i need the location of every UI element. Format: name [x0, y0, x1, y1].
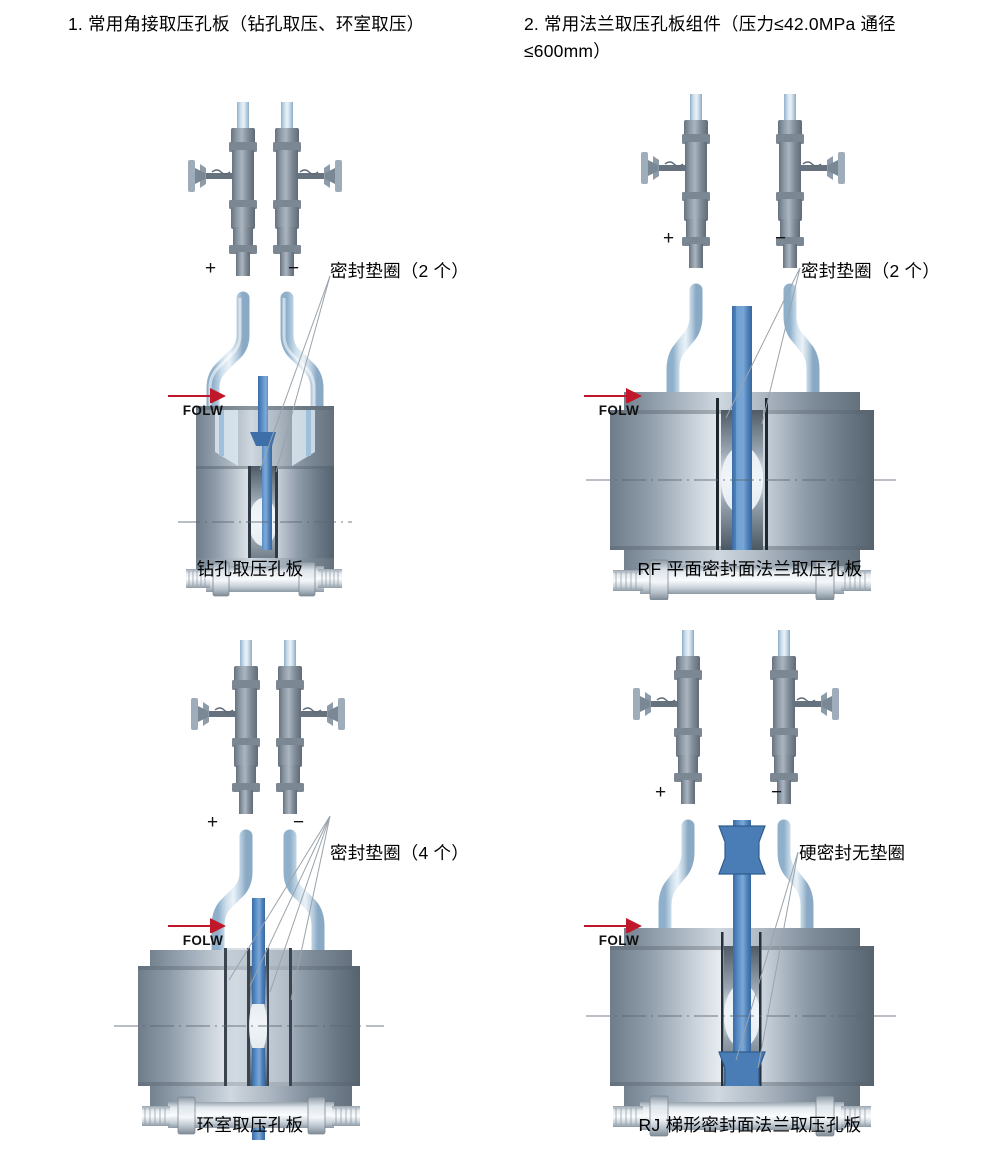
- polarity-plus: +: [663, 228, 675, 249]
- leader-lines: [725, 267, 801, 425]
- callout-label-seal-gasket: 密封垫圈（2 个）: [330, 261, 469, 281]
- polarity-plus: +: [205, 258, 217, 279]
- figure-caption: 环室取压孔板: [196, 1115, 304, 1135]
- figure-rj-flange-tapping: [500, 620, 1000, 1140]
- callout-label-hard-seal: 硬密封无垫圈: [799, 843, 906, 863]
- figure-caption: 钻孔取压孔板: [196, 559, 304, 579]
- leader-lines: [228, 815, 331, 1001]
- orifice-plate-upper: [252, 898, 265, 1004]
- flow-label: FOLW: [182, 403, 224, 418]
- valve-assembly-minus: [276, 640, 345, 814]
- flow-label: FOLW: [598, 403, 640, 418]
- valve-assembly-plus: [641, 94, 710, 268]
- figure-caption: RJ 梯形密封面法兰取压孔板: [638, 1115, 862, 1135]
- valve-assembly-minus: [776, 94, 845, 268]
- flow-marker: FOLW: [580, 913, 658, 953]
- callout-label-seal-gasket: 密封垫圈（4 个）: [330, 843, 469, 863]
- heading-item-1: 1. 常用角接取压孔板（钻孔取压、环室取压）: [68, 14, 425, 34]
- flow-arrow-icon: [168, 918, 226, 934]
- valve-assembly-plus: [191, 640, 260, 814]
- flow-arrow-icon: [584, 388, 642, 404]
- flow-label: FOLW: [598, 933, 640, 948]
- leader-lines: [259, 275, 331, 473]
- figure-annular-chamber-tapping: [0, 620, 500, 1140]
- figure-drilled-tapping: [0, 80, 500, 600]
- polarity-minus: −: [775, 228, 787, 249]
- valve-assembly-plus: [633, 630, 702, 804]
- polarity-minus: −: [771, 782, 783, 803]
- polarity-plus: +: [655, 782, 667, 803]
- flow-marker: FOLW: [164, 383, 242, 423]
- valve-assembly-minus: [273, 102, 342, 276]
- figure-caption: RF 平面密封面法兰取压孔板: [637, 559, 863, 579]
- callout-label-seal-gasket: 密封垫圈（2 个）: [801, 261, 940, 281]
- orifice-plate-ring-joint: [718, 820, 766, 1106]
- orifice-plate: [258, 376, 272, 550]
- valve-assembly-minus: [770, 630, 839, 804]
- figure-rf-flange-tapping: [500, 80, 1000, 600]
- flow-arrow-icon: [584, 918, 642, 934]
- polarity-plus: +: [207, 812, 219, 833]
- heading-item-2: 2. 常用法兰取压孔板组件（压力≤42.0MPa 通径 ≤600mm）: [524, 14, 896, 61]
- flow-arrow-icon: [168, 388, 226, 404]
- orifice-plate: [732, 306, 752, 568]
- flow-marker: FOLW: [164, 913, 242, 953]
- flow-marker: FOLW: [580, 383, 658, 423]
- flow-label: FOLW: [182, 933, 224, 948]
- polarity-minus: −: [288, 258, 300, 279]
- leader-lines: [735, 851, 799, 1069]
- valve-assembly-plus: [188, 102, 257, 276]
- polarity-minus: −: [293, 812, 305, 833]
